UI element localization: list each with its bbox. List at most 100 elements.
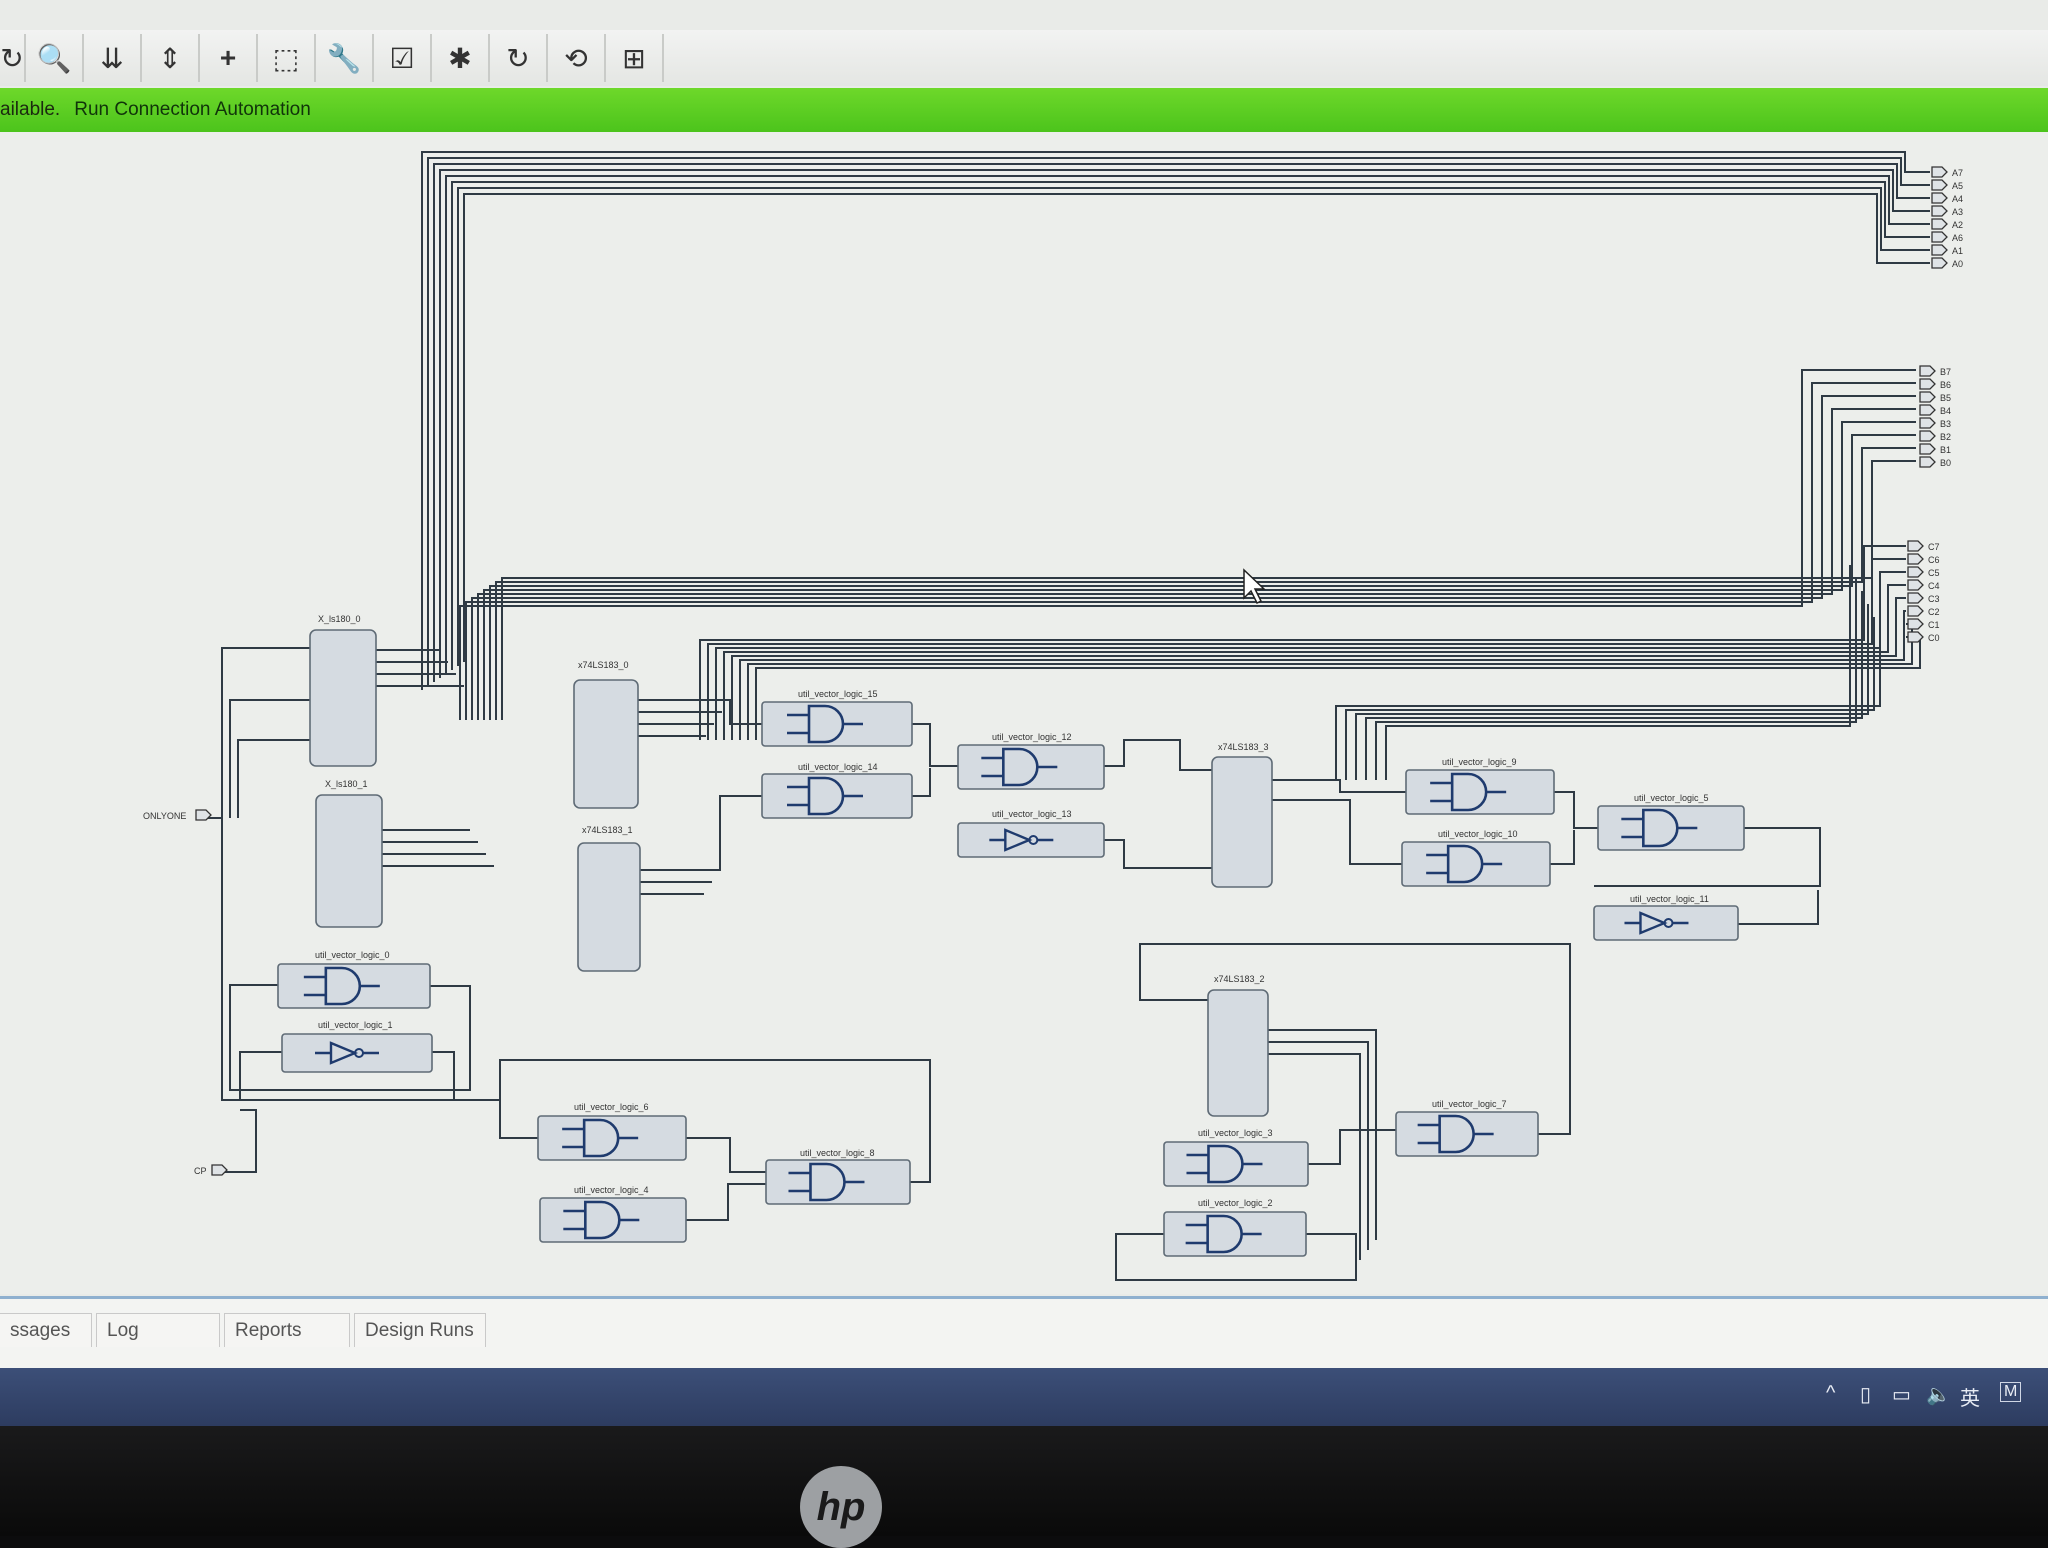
local-wire[interactable] xyxy=(1550,791,1598,865)
bus-b-wire[interactable] xyxy=(459,369,1916,720)
bus-wire[interactable] xyxy=(1365,591,1863,780)
bus-b-wire[interactable] xyxy=(483,421,1916,720)
port-a-0[interactable] xyxy=(1931,166,1948,178)
block-uvl-7[interactable] xyxy=(1395,1111,1539,1157)
zoom-icon[interactable]: 🔍 xyxy=(26,34,84,82)
tab-reports[interactable]: Reports xyxy=(224,1313,350,1347)
port-icon[interactable]: ⊞ xyxy=(606,34,664,82)
port-c-5[interactable] xyxy=(1907,605,1924,617)
tab-log[interactable]: Log xyxy=(96,1313,220,1347)
local-wire[interactable] xyxy=(1272,779,1406,865)
block-uvl-12[interactable] xyxy=(957,744,1105,790)
local-wire[interactable] xyxy=(229,984,471,1091)
ime-mode-icon[interactable]: M xyxy=(2000,1382,2022,1402)
local-wire[interactable] xyxy=(1268,1029,1377,1260)
regenerate-layout-icon[interactable]: ⟲ xyxy=(548,34,606,82)
block-uvl-8[interactable] xyxy=(765,1159,911,1205)
port-c-7[interactable] xyxy=(1907,631,1924,643)
local-wire[interactable] xyxy=(499,1059,931,1183)
port-a-4[interactable] xyxy=(1931,218,1948,230)
block-x74ls183-0[interactable] xyxy=(573,679,639,809)
bus-b-wire[interactable] xyxy=(471,395,1916,720)
tab-design-runs[interactable]: Design Runs xyxy=(354,1313,486,1347)
tray-chevron-icon[interactable]: ^ xyxy=(1826,1382,1836,1404)
bus-b-wire[interactable] xyxy=(477,408,1916,720)
block-uvl-14[interactable] xyxy=(761,773,913,819)
validate-icon[interactable]: ☑ xyxy=(374,34,432,82)
select-area-icon[interactable]: ⬚ xyxy=(258,34,316,82)
bus-a-wire[interactable] xyxy=(457,187,1930,666)
port-a-6[interactable] xyxy=(1931,244,1948,256)
port-b-6[interactable] xyxy=(1919,443,1936,455)
bus-c-wire[interactable] xyxy=(707,558,1906,740)
port-b-4[interactable] xyxy=(1919,417,1936,429)
block-uvl-5[interactable] xyxy=(1597,805,1745,851)
collapse-all-icon[interactable]: ⇊ xyxy=(84,34,142,82)
port-b-2[interactable] xyxy=(1919,391,1936,403)
port-a-7[interactable] xyxy=(1931,257,1948,269)
local-wire[interactable] xyxy=(640,795,762,895)
local-wire[interactable] xyxy=(376,649,464,687)
port-a-2[interactable] xyxy=(1931,192,1948,204)
block-diagram-canvas[interactable]: X_ls180_0 X_ls180_1 x74LS183_0 x74LS183_… xyxy=(0,132,2048,1294)
local-wire[interactable] xyxy=(686,1137,766,1221)
local-wire[interactable] xyxy=(638,699,762,737)
local-wire[interactable] xyxy=(1104,739,1212,771)
port-a-3[interactable] xyxy=(1931,205,1948,217)
port-b-3[interactable] xyxy=(1919,404,1936,416)
block-uvl-10[interactable] xyxy=(1401,841,1551,887)
network-icon[interactable]: ▭ xyxy=(1892,1384,1911,1406)
bus-b-wire[interactable] xyxy=(495,447,1916,720)
ime-indicator[interactable]: 英 xyxy=(1960,1388,1980,1410)
block-uvl-15[interactable] xyxy=(761,701,913,747)
local-wire[interactable] xyxy=(1139,943,1571,1135)
port-onlyone[interactable] xyxy=(195,809,212,821)
port-c-4[interactable] xyxy=(1907,592,1924,604)
block-xls180-1[interactable] xyxy=(315,794,383,928)
bus-a-wire[interactable] xyxy=(433,163,1930,682)
usb-icon[interactable]: ▯ xyxy=(1860,1384,1872,1406)
block-uvl-9[interactable] xyxy=(1405,769,1555,815)
tab-messages[interactable]: ssages xyxy=(0,1313,92,1347)
block-uvl-3[interactable] xyxy=(1163,1141,1309,1187)
port-cp[interactable] xyxy=(211,1164,228,1176)
port-b-7[interactable] xyxy=(1919,456,1936,468)
bus-a-wire[interactable] xyxy=(427,157,1930,686)
port-a-1[interactable] xyxy=(1931,179,1948,191)
bus-c-wire[interactable] xyxy=(699,545,1906,740)
bus-wire[interactable] xyxy=(1375,578,1857,780)
bus-b-wire[interactable] xyxy=(489,434,1916,720)
bus-wire[interactable] xyxy=(1345,617,1875,780)
local-wire[interactable] xyxy=(912,723,958,797)
bus-b-wire[interactable] xyxy=(465,382,1916,720)
port-c-0[interactable] xyxy=(1907,540,1924,552)
block-xls180-0[interactable] xyxy=(309,629,377,767)
run-connection-automation-link[interactable]: Run Connection Automation xyxy=(74,99,311,120)
bus-c-wire[interactable] xyxy=(723,584,1906,740)
local-wire[interactable] xyxy=(221,647,310,818)
wrench-icon[interactable]: 🔧 xyxy=(316,34,374,82)
local-wire[interactable] xyxy=(1594,827,1821,925)
expand-icon[interactable]: ⇕ xyxy=(142,34,200,82)
block-uvl-0[interactable] xyxy=(277,963,431,1009)
local-wire[interactable] xyxy=(1104,839,1212,869)
block-x74ls183-1[interactable] xyxy=(577,842,641,972)
local-wire[interactable] xyxy=(200,817,501,1101)
block-x74ls183-3[interactable] xyxy=(1211,756,1273,888)
add-ip-icon[interactable]: + xyxy=(200,34,258,82)
bus-a-wire[interactable] xyxy=(451,181,1930,670)
port-b-1[interactable] xyxy=(1919,378,1936,390)
port-c-1[interactable] xyxy=(1907,553,1924,565)
port-c-6[interactable] xyxy=(1907,618,1924,630)
port-b-0[interactable] xyxy=(1919,365,1936,377)
refresh-icon[interactable]: ↻ xyxy=(490,34,548,82)
block-uvl-4[interactable] xyxy=(539,1197,687,1243)
port-c-2[interactable] xyxy=(1907,566,1924,578)
local-wire[interactable] xyxy=(382,829,494,867)
port-c-3[interactable] xyxy=(1907,579,1924,591)
pin-icon[interactable]: ✱ xyxy=(432,34,490,82)
bus-wire[interactable] xyxy=(1385,565,1851,780)
port-a-5[interactable] xyxy=(1931,231,1948,243)
block-uvl-6[interactable] xyxy=(537,1115,687,1161)
bus-c-wire[interactable] xyxy=(739,610,1906,740)
